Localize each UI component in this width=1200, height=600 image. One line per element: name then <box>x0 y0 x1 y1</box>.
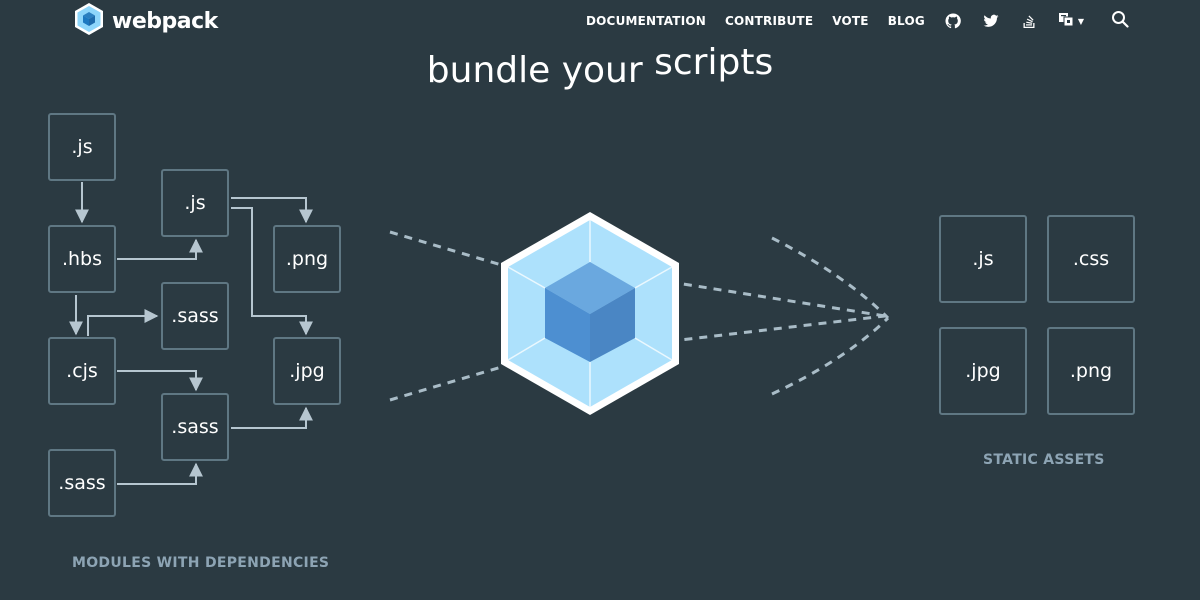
hero-headline: bundle your scripts <box>0 42 1200 91</box>
search-icon <box>1111 10 1129 32</box>
module-box-js-2: .js <box>161 169 229 237</box>
module-box-png: .png <box>273 225 341 293</box>
assets-caption: STATIC ASSETS <box>983 452 1105 468</box>
asset-box-png: .png <box>1047 327 1135 415</box>
asset-box-jpg: .jpg <box>939 327 1027 415</box>
nav-link-vote[interactable]: VOTE <box>832 14 869 28</box>
module-box-sass-3: .sass <box>48 449 116 517</box>
chevron-down-icon: ▼ <box>1077 16 1085 26</box>
webpack-logo-icon <box>72 2 106 40</box>
nav-link-blog[interactable]: BLOG <box>887 14 925 28</box>
dependency-arrows <box>69 182 313 485</box>
brand-name: webpack <box>112 8 218 34</box>
headline-word-1: bundle your <box>426 50 643 91</box>
site-header: webpack DOCUMENTATION CONTRIBUTE VOTE BL… <box>0 0 1200 42</box>
modules-caption: MODULES WITH DEPENDENCIES <box>72 555 330 571</box>
language-selector[interactable]: ▼ <box>1058 11 1084 31</box>
module-box-cjs: .cjs <box>48 337 116 405</box>
module-box-sass-2: .sass <box>161 393 229 461</box>
module-box-sass: .sass <box>161 282 229 350</box>
webpack-cube-icon <box>501 212 679 415</box>
twitter-icon[interactable] <box>982 12 1000 30</box>
asset-box-js: .js <box>939 215 1027 303</box>
github-icon[interactable] <box>944 12 962 30</box>
stack-overflow-icon[interactable] <box>1020 12 1038 30</box>
language-icon <box>1058 11 1074 31</box>
nav-link-contribute[interactable]: CONTRIBUTE <box>725 14 814 28</box>
module-box-jpg: .jpg <box>273 337 341 405</box>
nav-link-documentation[interactable]: DOCUMENTATION <box>586 14 706 28</box>
webpack-logo-link[interactable]: webpack <box>72 2 218 40</box>
main-nav: DOCUMENTATION CONTRIBUTE VOTE BLOG <box>586 9 1130 33</box>
module-box-js: .js <box>48 113 116 181</box>
module-box-hbs: .hbs <box>48 225 116 293</box>
search-button[interactable] <box>1110 11 1130 31</box>
headline-word-2: scripts <box>654 42 774 83</box>
asset-box-css: .css <box>1047 215 1135 303</box>
